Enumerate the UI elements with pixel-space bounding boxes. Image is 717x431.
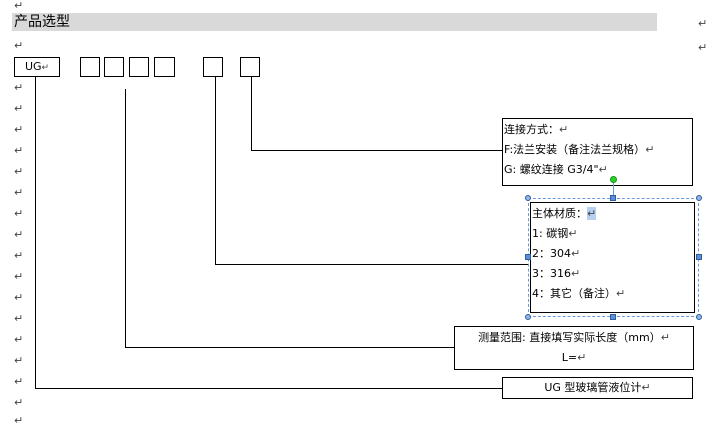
connection-option-f: F:法兰安装（备注法兰规格） <box>504 143 646 156</box>
connection-title: 连接方式： <box>504 123 559 136</box>
model-prefix-label: UG <box>24 60 42 73</box>
material-option: 1: 碳钢 <box>532 227 569 240</box>
material-title: 主体材质： <box>532 207 587 220</box>
resize-handle-left[interactable] <box>525 254 531 260</box>
code-digit-box[interactable] <box>129 57 149 77</box>
paragraph-mark: ↵ <box>14 375 24 388</box>
paragraph-mark: ↵ <box>14 81 24 94</box>
paragraph-mark: ↵ <box>14 186 24 199</box>
resize-handle-bottom[interactable] <box>610 314 616 320</box>
connector-measurement <box>125 89 455 348</box>
resize-handle-top-right[interactable] <box>696 195 702 201</box>
product-name-text: UG 型玻璃管液位计 <box>544 381 642 394</box>
paragraph-mark: ↵ <box>14 144 24 157</box>
resize-handle-top[interactable] <box>610 195 616 201</box>
connector-material <box>215 77 528 265</box>
paragraph-mark: ↵ <box>14 333 24 346</box>
connection-callout[interactable]: 连接方式：↵ F:法兰安装（备注法兰规格）↵ G: 螺纹连接 G3/4"↵ <box>502 118 693 186</box>
paragraph-mark: ↵ <box>14 123 24 136</box>
material-callout[interactable]: 主体材质：↵ 1: 碳钢↵ 2：304↵ 3：316↵ 4：其它（备注）↵ <box>530 202 695 313</box>
paragraph-mark: ↵ <box>14 102 24 115</box>
material-option: 3：316 <box>532 267 571 280</box>
paragraph-mark: ↵ <box>14 165 24 178</box>
model-prefix-box[interactable]: UG↵ <box>14 57 60 77</box>
paragraph-mark: ↵ <box>41 63 50 73</box>
material-option: 2：304 <box>532 247 571 260</box>
heading-shading <box>12 13 657 31</box>
connector-product <box>35 77 503 389</box>
paragraph-mark: ↵ <box>577 351 587 364</box>
resize-handle-top-left[interactable] <box>525 195 531 201</box>
rotate-handle[interactable] <box>610 176 617 183</box>
paragraph-mark: ↵ <box>571 267 581 280</box>
connector-connection <box>251 77 503 151</box>
paragraph-mark: ↵ <box>568 227 578 240</box>
paragraph-mark: ↵ <box>14 312 24 325</box>
paragraph-mark: ↵ <box>14 207 24 220</box>
paragraph-mark: ↵ <box>14 270 24 283</box>
paragraph-mark: ↵ <box>571 247 581 260</box>
paragraph-mark: ↵ <box>660 331 670 344</box>
paragraph-mark: ↵ <box>616 287 626 300</box>
paragraph-mark: ↵ <box>698 17 708 30</box>
paragraph-mark: ↵ <box>14 414 24 427</box>
product-name-callout[interactable]: UG 型玻璃管液位计↵ <box>502 377 693 399</box>
measurement-callout[interactable]: 测量范围: 直接填写实际长度（mm）↵ L=↵ <box>454 326 694 370</box>
material-option: 4：其它（备注） <box>532 287 616 300</box>
paragraph-mark: ↵ <box>645 143 655 156</box>
measurement-range-text: 测量范围: 直接填写实际长度（mm） <box>478 331 661 344</box>
paragraph-mark: ↵ <box>14 228 24 241</box>
paragraph-mark: ↵ <box>14 39 24 52</box>
measurement-length-text: L= <box>561 351 578 364</box>
code-digit-box[interactable] <box>104 57 124 77</box>
resize-handle-bottom-left[interactable] <box>525 314 531 320</box>
code-connection-box[interactable] <box>240 57 260 77</box>
code-digit-box[interactable] <box>154 57 175 77</box>
paragraph-mark: ↵ <box>14 354 24 367</box>
resize-handle-right[interactable] <box>696 254 702 260</box>
paragraph-mark: ↵ <box>14 0 24 12</box>
code-material-box[interactable] <box>203 57 223 77</box>
resize-handle-bottom-right[interactable] <box>696 314 702 320</box>
paragraph-mark: ↵ <box>641 381 651 394</box>
code-digit-box[interactable] <box>80 57 100 77</box>
paragraph-mark: ↵ <box>559 123 569 136</box>
paragraph-mark: ↵ <box>14 249 24 262</box>
paragraph-mark: ↵ <box>587 207 597 220</box>
paragraph-mark: ↵ <box>698 41 708 54</box>
paragraph-mark: ↵ <box>14 396 24 409</box>
page-heading: 产品选型 <box>14 14 70 30</box>
connection-option-g: G: 螺纹连接 G3/4" <box>504 163 599 176</box>
paragraph-mark: ↵ <box>598 163 608 176</box>
paragraph-mark: ↵ <box>14 291 24 304</box>
